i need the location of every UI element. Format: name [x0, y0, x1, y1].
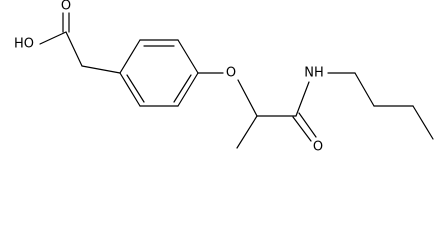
ring-double-bond-right [173, 74, 192, 103]
bond-ch2-ring [81, 65, 121, 74]
carboxylic-acid-group [39, 12, 121, 74]
bond-ch-methyl [236, 115, 258, 149]
atom-label-amide-nitrogen: NH [304, 66, 324, 81]
bond-acid-c-ch2 [65, 31, 83, 67]
bond-amide-carbonyl-a [292, 116, 312, 142]
bond-c3-c4 [412, 105, 434, 140]
butyl-chain [327, 72, 434, 140]
atom-label-acid-hydroxyl: HO [14, 37, 34, 52]
benzene-ring [119, 39, 199, 107]
ether-amide-chain [197, 72, 317, 149]
atom-label-ether-oxygen: O [226, 66, 236, 81]
ring-bond-4 [177, 72, 199, 107]
bond-carbonyl-nh [295, 81, 310, 117]
atom-label-amide-oxygen: O [313, 140, 323, 155]
ring-bond-1 [119, 39, 141, 74]
ring-bond-6 [119, 72, 141, 107]
atom-label-acid-carbonyl-oxygen: O [61, 0, 71, 14]
bond-amide-carbonyl-b [298, 112, 317, 138]
bond-c1-c2 [354, 72, 375, 107]
bond-o-ch [237, 79, 258, 117]
chemical-structure-diagram: O HO O NH O [14, 0, 434, 155]
ring-bond-3 [177, 39, 199, 74]
ring-double-bond-left [126, 74, 145, 103]
bond-acid-c-oh [39, 31, 67, 45]
